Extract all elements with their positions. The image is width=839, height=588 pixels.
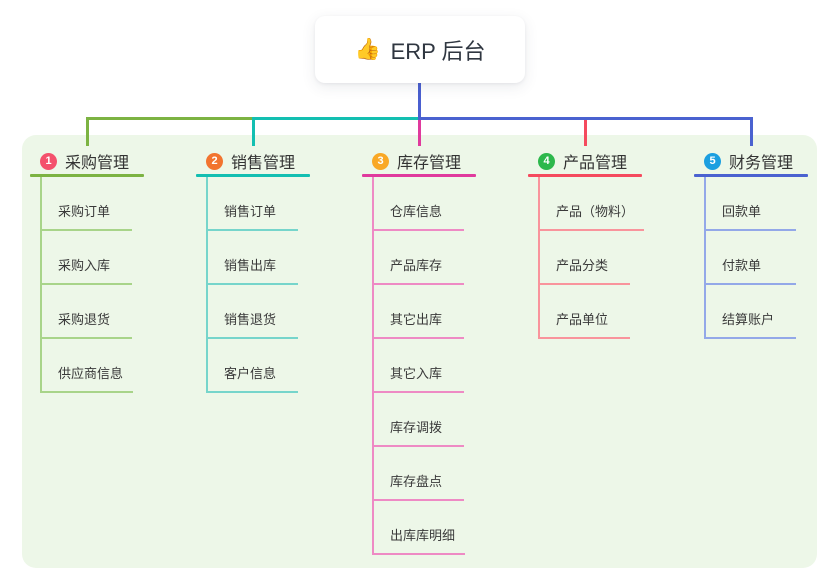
child-node[interactable]: 采购入库: [42, 231, 132, 285]
child-node[interactable]: 回款单: [706, 177, 796, 231]
child-node[interactable]: 产品分类: [540, 231, 630, 285]
child-node[interactable]: 供应商信息: [42, 339, 134, 393]
branch-underline: [30, 174, 144, 177]
branch-node-2[interactable]: 2 销售管理: [196, 148, 310, 174]
branch-label: 销售管理: [231, 155, 296, 172]
branch-children: 回款单付款单结算账户: [704, 177, 796, 339]
bus-segment-middle: [252, 117, 418, 120]
branch-number-badge: 2: [206, 152, 223, 170]
branch-label: 采购管理: [65, 155, 130, 172]
root-node[interactable]: 👍 ERP 后台: [315, 16, 525, 83]
child-node[interactable]: 销售退货: [208, 285, 298, 339]
child-node[interactable]: 采购退货: [42, 285, 132, 339]
child-node[interactable]: 销售出库: [208, 231, 298, 285]
branch-drop-line-2: [252, 117, 255, 146]
branches-panel: [22, 135, 817, 568]
branch-node-4[interactable]: 4 产品管理: [528, 148, 644, 174]
branch-drop-line-3: [418, 117, 421, 146]
branch-drop-line-1: [86, 117, 89, 146]
child-node[interactable]: 结算账户: [706, 285, 796, 339]
thumbs-up-icon: 👍: [354, 38, 381, 61]
branch-children: 仓库信息产品库存其它出库其它入库库存调拨库存盘点出库库明细: [372, 177, 466, 555]
branch-children: 产品（物料）产品分类产品单位: [538, 177, 645, 339]
branch-node-3[interactable]: 3 库存管理: [362, 148, 476, 174]
branch-2: 2 销售管理销售订单销售出库销售退货客户信息: [196, 148, 310, 393]
branch-children: 采购订单采购入库采购退货供应商信息: [40, 177, 134, 393]
branch-node-5[interactable]: 5 财务管理: [694, 148, 808, 174]
branch-label: 产品管理: [563, 155, 628, 172]
child-node[interactable]: 产品（物料）: [540, 177, 645, 231]
root-connector-line: [418, 83, 421, 118]
child-node[interactable]: 库存调拨: [374, 393, 464, 447]
child-node[interactable]: 库存盘点: [374, 447, 464, 501]
root-label: ERP 后台: [390, 38, 486, 64]
child-node[interactable]: 其它出库: [374, 285, 464, 339]
branch-drop-line-4: [584, 117, 587, 146]
branch-5: 5 财务管理回款单付款单结算账户: [694, 148, 808, 339]
branch-underline: [196, 174, 310, 177]
branch-node-1[interactable]: 1 采购管理: [30, 148, 144, 174]
branch-1: 1 采购管理采购订单采购入库采购退货供应商信息: [30, 148, 144, 393]
bus-segment-left: [86, 117, 255, 120]
branch-drop-line-5: [750, 117, 753, 146]
branch-label: 库存管理: [397, 155, 462, 172]
child-node[interactable]: 付款单: [706, 231, 796, 285]
branch-number-badge: 5: [704, 152, 721, 170]
branch-number-badge: 4: [538, 152, 555, 170]
child-node[interactable]: 出库库明细: [374, 501, 466, 555]
child-node[interactable]: 销售订单: [208, 177, 298, 231]
branch-underline: [362, 174, 476, 177]
child-node[interactable]: 产品库存: [374, 231, 464, 285]
branch-number-badge: 3: [372, 152, 389, 170]
child-node[interactable]: 客户信息: [208, 339, 298, 393]
branch-label: 财务管理: [729, 155, 794, 172]
branch-children: 销售订单销售出库销售退货客户信息: [206, 177, 298, 393]
branch-3: 3 库存管理仓库信息产品库存其它出库其它入库库存调拨库存盘点出库库明细: [362, 148, 476, 555]
branch-underline: [694, 174, 808, 177]
child-node[interactable]: 产品单位: [540, 285, 630, 339]
branch-4: 4 产品管理产品（物料）产品分类产品单位: [528, 148, 645, 339]
child-node[interactable]: 采购订单: [42, 177, 132, 231]
child-node[interactable]: 仓库信息: [374, 177, 464, 231]
child-node[interactable]: 其它入库: [374, 339, 464, 393]
branch-underline: [528, 174, 642, 177]
bus-segment-right: [418, 117, 753, 120]
branch-number-badge: 1: [40, 152, 57, 170]
